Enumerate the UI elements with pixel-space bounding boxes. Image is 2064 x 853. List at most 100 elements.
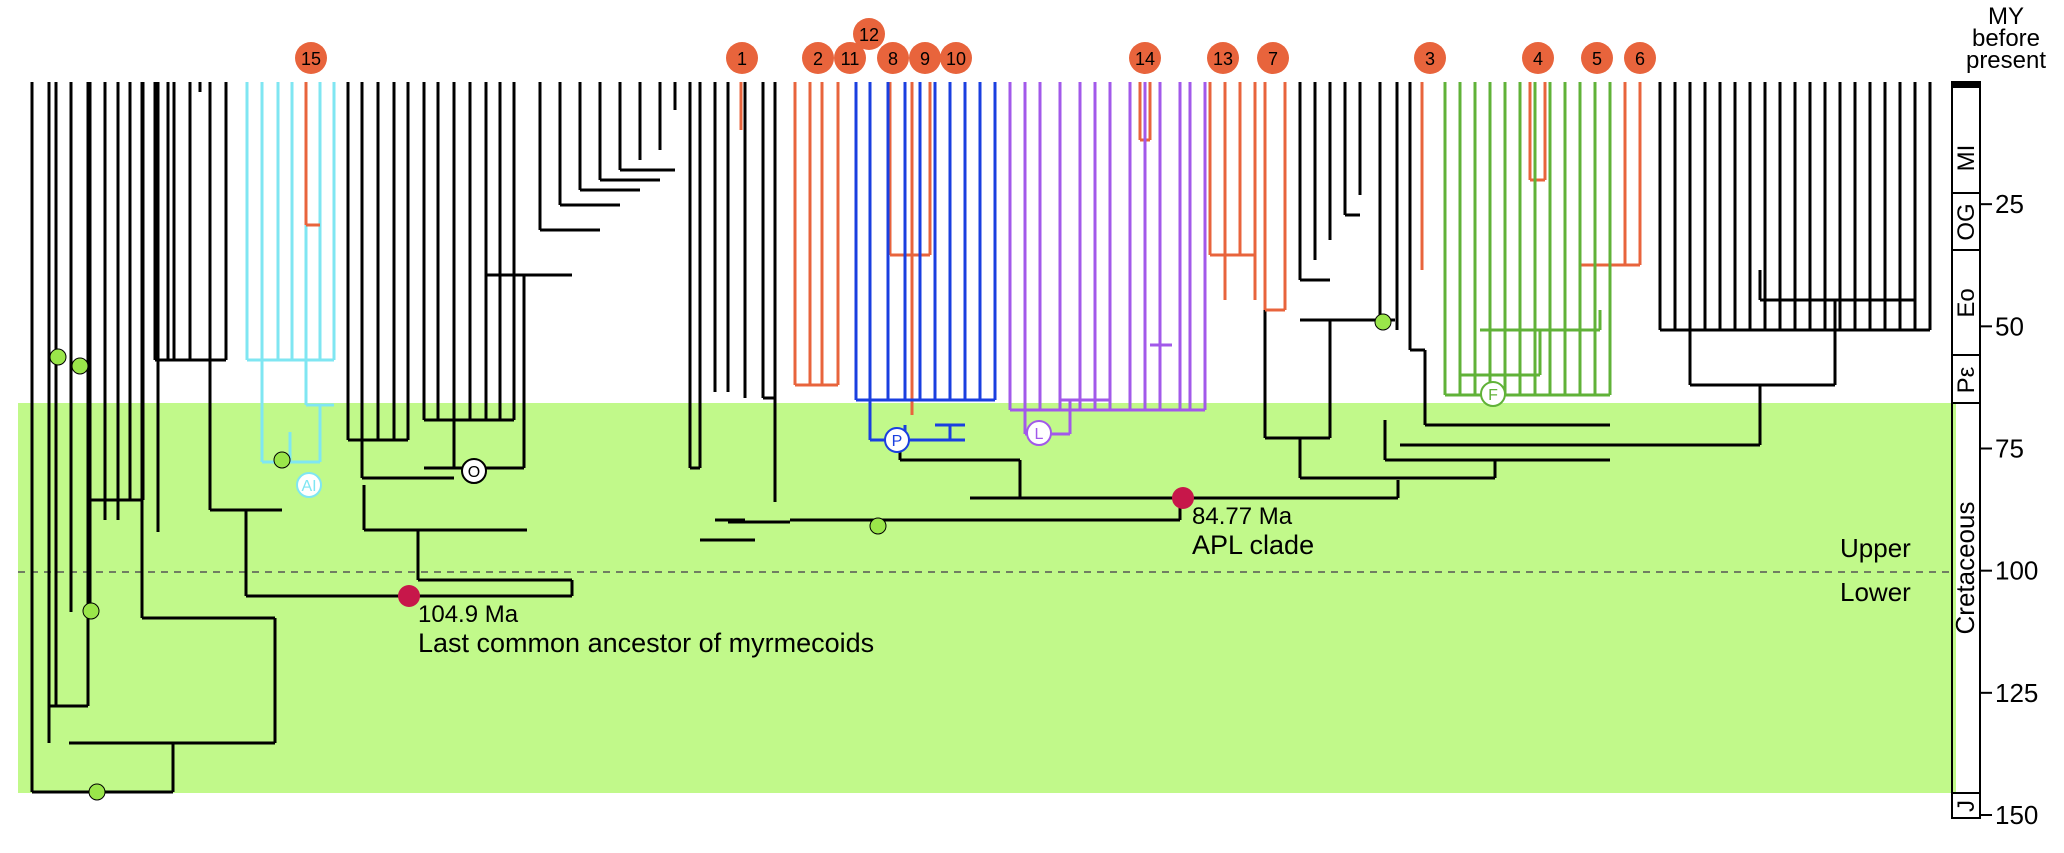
clade-node-label-p: P <box>892 433 903 450</box>
axis-header-line2: before <box>1972 25 2040 52</box>
badge-6 <box>1624 42 1656 74</box>
green-node-4 <box>273 451 291 469</box>
badge-8 <box>877 42 909 74</box>
tree-blue-clade <box>854 82 997 442</box>
black-clade-fr-2 <box>1400 270 1915 447</box>
black-clade-ml-1 <box>346 82 410 442</box>
badge-label-2: 2 <box>813 49 823 69</box>
clade-node-label-l: L <box>1035 426 1044 443</box>
badge-9 <box>909 42 941 74</box>
orange-clade-2b <box>808 120 840 385</box>
apl-node <box>1172 487 1194 509</box>
orange-clade-2 <box>793 82 840 387</box>
badge-14 <box>1129 42 1161 74</box>
orange-clade-5 <box>1208 82 1257 257</box>
holocene-bar <box>1952 82 1980 88</box>
badge-label-5: 5 <box>1592 49 1602 69</box>
clade-node-f <box>1480 381 1506 407</box>
badge-label-7: 7 <box>1268 49 1278 69</box>
badge-10 <box>940 42 972 74</box>
clade-node-ai <box>296 472 322 498</box>
time-tick-label-100: 100 <box>1995 556 2038 586</box>
clade-node-l <box>1026 420 1052 446</box>
cretaceous-band <box>18 403 1956 793</box>
badge-label-11: 11 <box>841 49 860 69</box>
period-label-j: J <box>1953 800 1980 812</box>
badge-13 <box>1207 42 1239 74</box>
myrmecoid-age-label: 104.9 Ma <box>418 601 519 628</box>
green-node-6 <box>1374 313 1392 331</box>
badge-1 <box>726 42 758 74</box>
badge-label-1: 1 <box>737 49 747 69</box>
green-node-1 <box>71 357 89 375</box>
myrmecoid-node <box>398 585 420 607</box>
badge-7 <box>1257 42 1289 74</box>
green-clade-f-1 <box>1443 82 1612 397</box>
badge-12 <box>853 18 885 50</box>
badge-label-3: 3 <box>1425 49 1435 69</box>
badge-5 <box>1581 42 1613 74</box>
badge-label-12: 12 <box>859 25 879 45</box>
tree-orange-branches <box>304 82 1642 415</box>
upper-label: Upper <box>1840 533 1911 563</box>
orange-clade-7 <box>1263 82 1287 312</box>
purple-clade-l-1 <box>1008 82 1207 412</box>
period-label-mi: MI <box>1953 145 1980 172</box>
badge-label-13: 13 <box>1213 49 1233 69</box>
black-clade-left-a <box>88 82 145 502</box>
badge-label-10: 10 <box>946 49 966 69</box>
tree-purple-clade <box>1008 82 1207 436</box>
orange-clade-4b <box>1528 82 1547 182</box>
clade-node-p <box>884 427 910 453</box>
badge-label-14: 14 <box>1135 49 1155 69</box>
geologic-time-scale: MY before present MI OG Eo Pε Cretaceous… <box>1950 3 2046 830</box>
period-label-cretaceous: Cretaceous <box>1950 502 1980 635</box>
black-clade-ml-2 <box>422 82 516 422</box>
green-node-3 <box>88 783 106 801</box>
time-tick-label-125: 125 <box>1995 678 2038 708</box>
orange-clade-3 <box>888 82 932 257</box>
time-ticks: 25 50 75 100 125 150 <box>1980 189 2038 830</box>
lower-label: Lower <box>1840 577 1911 607</box>
badge-4 <box>1522 42 1554 74</box>
time-tick-label-25: 25 <box>1995 189 2024 219</box>
green-clade-f-2 <box>1458 310 1602 395</box>
orange-clade-5b <box>1223 82 1267 300</box>
time-tick-label-150: 150 <box>1995 800 2038 830</box>
green-node-5 <box>869 517 887 535</box>
black-clade-r3 <box>1395 82 1610 427</box>
blue-clade-p-1 <box>854 82 997 402</box>
tree-green-clade <box>1443 82 1612 397</box>
axis-header-line3: present <box>1966 47 2046 74</box>
black-clade-r1 <box>1263 82 1395 440</box>
period-label-eo: Eo <box>1953 288 1980 317</box>
badge-15 <box>295 42 327 74</box>
cyan-clade-ai-1 <box>245 82 336 362</box>
green-node-2 <box>82 602 100 620</box>
badge-11 <box>834 42 866 74</box>
tree-black-branches <box>30 82 1932 794</box>
black-stem-central <box>688 82 790 542</box>
axis-header-line1: MY <box>1988 3 2024 30</box>
badge-label-8: 8 <box>888 49 898 69</box>
badge-3 <box>1414 42 1446 74</box>
badge-label-6: 6 <box>1635 49 1645 69</box>
time-tick-label-75: 75 <box>1995 434 2024 464</box>
black-clade-fr-1 <box>1658 82 1932 332</box>
clade-node-label-f: F <box>1488 387 1498 404</box>
apl-age-label: 84.77 Ma <box>1192 503 1293 530</box>
myrmecoid-text-label: Last common ancestor of myrmecoids <box>418 628 874 658</box>
cyan-clade-ai-2 <box>260 360 334 464</box>
time-tick-label-50: 50 <box>1995 311 2024 341</box>
clade-node-label-ai: AI <box>301 478 316 495</box>
apl-text-label: APL clade <box>1192 530 1314 560</box>
black-clade-ml-4 <box>538 82 677 232</box>
period-label-og: OG <box>1953 203 1980 240</box>
black-clade-r2 <box>1298 420 1610 480</box>
orange-branch-15 <box>304 82 320 227</box>
green-node-0 <box>49 348 67 366</box>
